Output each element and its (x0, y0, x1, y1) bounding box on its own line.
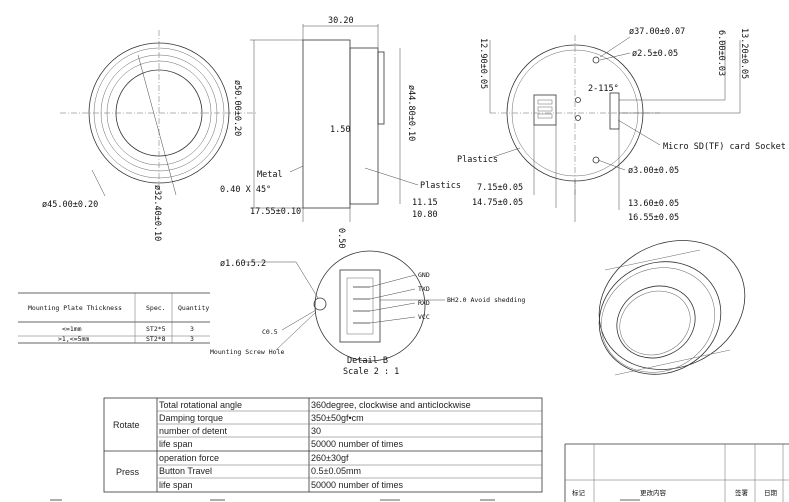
shading-note: BH2.0 Avoid shedding (447, 296, 525, 304)
plate-table: Mounting Plate Thickness Spec. Quantity … (18, 292, 210, 344)
spec-p0-value: 260±30gf (311, 453, 349, 463)
back-vertical-2: 6.00±0.03 (716, 30, 726, 76)
plate-cell-1-1: ST2*8 (146, 335, 166, 343)
height-c: 0.50 (336, 228, 346, 248)
sd-socket (609, 92, 620, 130)
isometric-view (598, 240, 746, 376)
mounting-hole-label: Mounting Screw Hole (210, 348, 284, 356)
side-connector (377, 51, 385, 125)
front-dia-leader (137, 54, 177, 196)
spec-r2-value: 30 (311, 426, 321, 436)
back-view: ø37.00±0.07 ø2.5±0.05 12.90±0.05 2-115° … (457, 27, 786, 223)
plate-cell-0-1: ST2*5 (146, 325, 166, 333)
plate-cell-1-2: 3 (190, 335, 194, 343)
back-vertical-1: 12.90±0.05 (478, 38, 488, 89)
back-horizontal-1: 7.15±0.05 (477, 183, 523, 193)
spec-r3-label: life span (159, 439, 193, 449)
tb-col-4: 日期 (764, 489, 778, 497)
knob-height: ø44.80±0.10 (406, 85, 416, 141)
screw-hole-dia: ø3.00±0.05 (628, 166, 679, 176)
side-top-width: 30.20 (328, 16, 354, 26)
metal-label: Metal (257, 170, 283, 180)
spec-r2-label: number of detent (159, 426, 228, 436)
side-plastic (349, 47, 379, 205)
spec-r1-value: 350±50gf•cm (311, 413, 364, 423)
spec-table: Rotate Press Total rotational angle 360d… (103, 397, 543, 493)
back-horizontal-4: 16.55±0.05 (628, 213, 679, 223)
spec-r1-label: Damping torque (159, 413, 223, 423)
sd-socket-label: Micro SD(TF) card Socket (663, 142, 786, 152)
detail-circle (314, 250, 426, 362)
front-outer-leader (91, 169, 106, 197)
pin-txd: TXD (418, 285, 430, 293)
side-height: ø50.00±0.20 (232, 80, 242, 136)
plate-header-1: Spec. (146, 304, 166, 312)
pin-vcc: VCC (418, 313, 430, 321)
mounting-hole-circle (313, 297, 327, 311)
detail-title: Detail B (347, 356, 388, 366)
wall-thickness: 1.50 (330, 125, 350, 135)
back-outer-dia: ø37.00±0.07 (629, 27, 685, 37)
tb-col-2: 更改内容 (640, 488, 667, 497)
spec-p1-label: Button Travel (159, 466, 212, 476)
spec-r0-label: Total rotational angle (159, 400, 242, 410)
height-b: 10.80 (412, 210, 438, 220)
group-rotate: Rotate (113, 420, 140, 430)
spec-p1-value: 0.5±0.05mm (311, 466, 361, 476)
plastics-back-label: Plastics (457, 155, 498, 165)
c05-label: C0.5 (262, 328, 278, 336)
title-block: 标记 更改内容 签署 日期 (564, 443, 789, 502)
back-connector (533, 94, 557, 126)
detail-scale: Scale 2 : 1 (343, 367, 399, 377)
back-hole-dia: ø2.5±0.05 (632, 49, 678, 59)
back-vertical-3: 13.20±0.05 (739, 28, 749, 79)
plate-cell-0-2: 3 (190, 325, 194, 333)
back-horizontal-3: 13.60±0.05 (628, 199, 679, 209)
side-view: 30.20 ø50.00±0.20 ø44.80±0.10 1.50 Metal… (220, 16, 461, 248)
tb-col-3: 签署 (735, 488, 749, 497)
detail-b: GND TXD RXD VCC BH2.0 Avoid shedding ø1.… (210, 250, 525, 377)
spec-r3-value: 50000 number of times (311, 439, 404, 449)
plate-header-2: Quantity (178, 304, 209, 312)
back-hole-2 (575, 115, 581, 121)
back-horizontal-2: 14.75±0.05 (472, 198, 523, 208)
detail-connector (339, 269, 381, 343)
spec-p2-value: 50000 number of times (311, 480, 404, 490)
spec-p0-label: operation force (159, 453, 219, 463)
pin-gnd: GND (418, 271, 430, 279)
plastics-side-label: Plastics (420, 181, 461, 191)
tb-col-1: 标记 (572, 488, 586, 497)
front-view: ø45.00±0.20 ø32.40±0.10 (42, 30, 258, 241)
chamfer-dim: 0.40 X 45° (220, 185, 271, 195)
group-press: Press (116, 467, 140, 477)
back-angle: 2-115° (588, 84, 619, 94)
hole-detail-dim: ø1.60↓5.2 (220, 259, 266, 269)
height-a: 11.15 (412, 198, 438, 208)
spec-r0-value: 360degree, clockwise and anticlockwise (311, 400, 471, 410)
height-total: 17.55±0.10 (250, 207, 301, 217)
back-hole-1 (575, 97, 581, 103)
front-inner-dia: ø32.40±0.10 (152, 185, 162, 241)
spec-p2-label: life span (159, 480, 193, 490)
side-body (302, 39, 351, 209)
pin-rxd: RXD (418, 299, 430, 307)
plate-header-0: Mounting Plate Thickness (28, 304, 122, 312)
plate-cell-0-0: <=1mm (62, 325, 82, 333)
plate-cell-1-0: >1,<=5mm (58, 335, 89, 343)
front-outer-dia: ø45.00±0.20 (42, 200, 98, 210)
